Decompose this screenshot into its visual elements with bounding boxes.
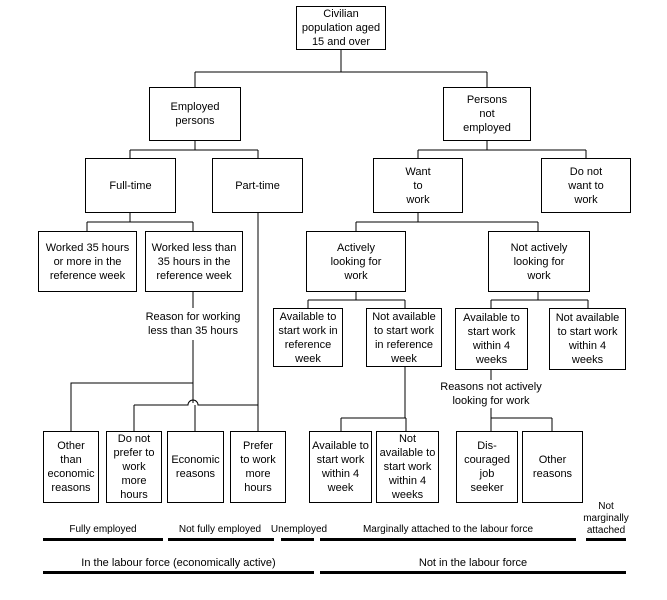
bar-fully-employed [43, 538, 163, 541]
category-not-in-labour-force: Not in the labour force [418, 557, 528, 569]
category-fully-employed: Fully employed [69, 524, 137, 535]
box-part-time: Part-time [212, 158, 303, 213]
bar-not-fully-employed [168, 538, 274, 541]
category-marginally-attached: Marginally attached to the labour force [362, 524, 534, 535]
box-economic-reasons: Economic reasons [167, 431, 224, 503]
box-not-actively-looking: Not actively looking for work [488, 231, 590, 292]
box-other-reasons: Other reasons [522, 431, 583, 503]
box-not-available-within-4-weeks-final: Not available to start work within 4 wee… [376, 431, 439, 503]
box-discouraged-job-seeker: Dis-couraged job seeker [456, 431, 518, 503]
box-actively-looking: Actively looking for work [306, 231, 406, 292]
bar-marginally-attached [320, 538, 576, 541]
bar-not-in-labour-force [320, 571, 626, 574]
box-available-within-4-week: Available to start work within 4 week [309, 431, 372, 503]
box-other-than-economic: Other than economic reasons [43, 431, 99, 503]
box-worked-less-than-35: Worked less than 35 hours in the referen… [145, 231, 243, 292]
bar-in-labour-force [43, 571, 314, 574]
category-in-labour-force: In the labour force (economically active… [81, 557, 276, 569]
bar-unemployed [281, 538, 314, 541]
box-not-available-within-4-weeks: Not available to start work within 4 wee… [549, 308, 626, 370]
category-not-fully-employed: Not fully employed [178, 524, 262, 535]
label-reason-less-than-35: Reason for working less than 35 hours [143, 310, 243, 338]
box-persons-not-employed: Persons not employed [443, 87, 531, 141]
box-do-not-want-to-work: Do not want to work [541, 158, 631, 213]
box-civilian-population: Civilian population aged 15 and over [296, 6, 386, 50]
box-not-available-reference-week: Not available to start work in reference… [366, 308, 442, 367]
box-prefer-more-hours: Prefer to work more hours [230, 431, 286, 503]
category-not-marginally-attached: Not marginally attached [583, 501, 629, 536]
box-available-within-4-weeks: Available to start work within 4 weeks [455, 308, 528, 370]
box-full-time: Full-time [85, 158, 176, 213]
box-want-to-work: Want to work [373, 158, 463, 213]
box-employed-persons: Employed persons [149, 87, 241, 141]
category-unemployed: Unemployed [270, 524, 328, 535]
label-reasons-not-actively-looking: Reasons not actively looking for work [436, 380, 546, 408]
box-do-not-prefer-more-hours: Do not prefer to work more hours [106, 431, 162, 503]
box-available-reference-week: Available to start work in reference wee… [273, 308, 343, 367]
bar-not-marginally-attached [586, 538, 626, 541]
box-worked-35-or-more: Worked 35 hours or more in the reference… [38, 231, 137, 292]
